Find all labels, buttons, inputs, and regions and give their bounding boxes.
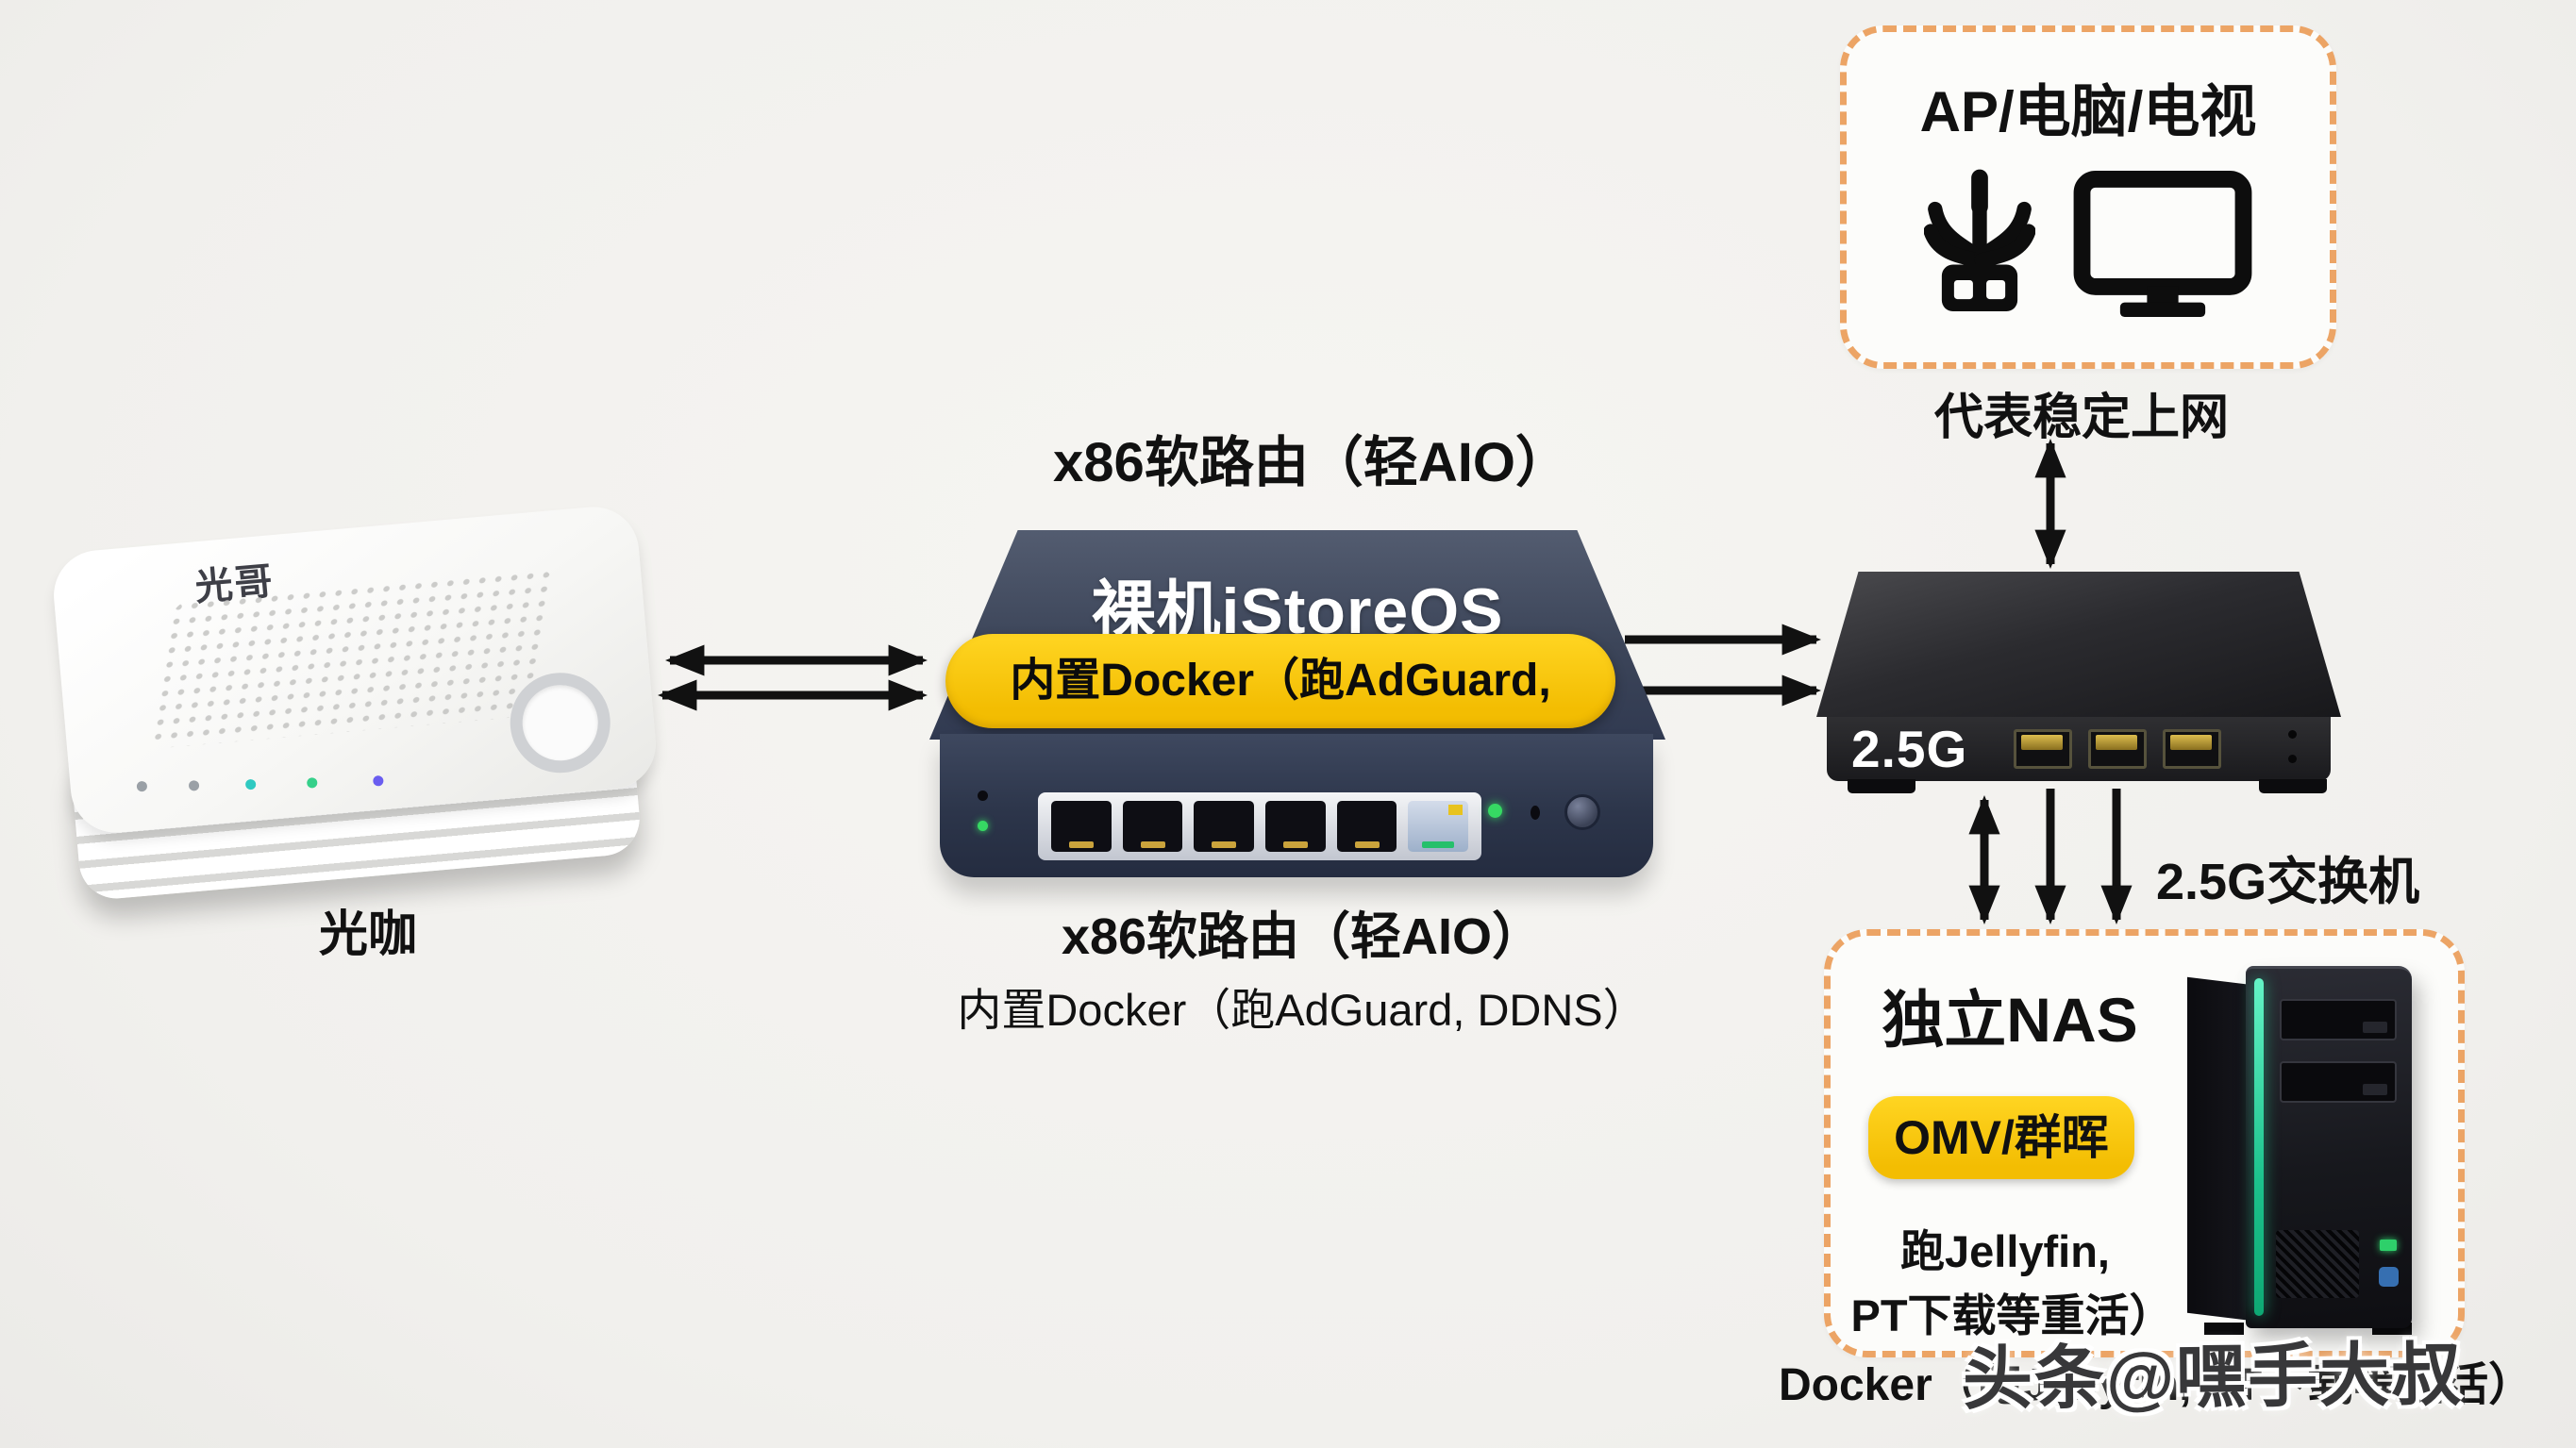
router-title: x86软路由（轻AIO） [1053,432,1570,493]
drive-bay [2280,999,2397,1040]
switch-port [2163,729,2221,769]
router-port-panel [1038,792,1481,860]
router-caption-sub: 内置Docker（跑AdGuard, DDNS） [957,985,1648,1035]
tower-side-face [2187,976,2253,1322]
tower-led-strip [2254,978,2264,1316]
router-led [978,791,988,801]
switch-led-hole [2288,730,2297,739]
ethernet-port [1336,801,1397,852]
ethernet-port [1194,801,1255,852]
router-front-face [940,734,1653,877]
modem-status-led [372,774,384,787]
ethernet-port [1051,801,1112,852]
switch-front-face: 2.5G [1827,717,2331,781]
nas-os-badge: OMV/群晖 [1868,1096,2134,1179]
switch-port-row [2014,729,2221,769]
wan-port [1408,801,1469,852]
optical-modem: 光哥 光咖 [50,503,675,962]
switch-label: 2.5G交换机 [2156,854,2420,910]
router-power-led [1488,804,1502,818]
plant-icon [1923,153,2036,325]
drive-bay [2280,1061,2397,1103]
switch-led-hole [2288,755,2297,763]
nas-bottom-caption: Docker（跑Jellyfin, PT下载等重活） [1779,1360,2534,1410]
router-power-button [1564,794,1600,830]
router-caption-title: x86软路由（轻AIO） [1061,908,1544,965]
switch-front-label: 2.5G [1851,720,1968,778]
nas-text-line1: 跑Jellyfin, [1899,1226,2110,1276]
nas-text-line2: PT下载等重活） [1850,1290,2174,1340]
nas-title: 独立NAS [1882,985,2138,1055]
modem-status-led [244,778,257,791]
router-docker-badge: 内置Docker（跑AdGuard, DDNS） [945,634,1615,800]
tower-logo-badge [2379,1267,2399,1287]
nas-tower-pc [2187,966,2433,1336]
ap-box-title: AP/电脑/电视 [1919,80,2257,143]
monitor-icon [2073,170,2252,325]
tower-vent-grille [2276,1230,2359,1298]
switch-port [2088,729,2147,769]
ethernet-port [1122,801,1183,852]
modem-status-led [188,779,200,791]
tower-foot [2204,1323,2244,1335]
modem-status-led [136,780,148,792]
modem-top-face: 光哥 [50,503,660,837]
modem-label: 光咖 [318,907,417,962]
router-led [978,821,988,831]
nas-box: 独立NAS OMV/群晖 跑Jellyfin, PT下载等重活） [1824,929,2465,1357]
router-reset-hole [1531,806,1540,820]
switch-top-face [1816,572,2341,717]
switch-foot [2259,779,2327,793]
tower-power-led [2380,1240,2397,1251]
ap-devices-box: AP/电脑/电视 [1840,25,2336,369]
modem-status-led [306,776,318,789]
switch-foot [1848,779,1915,793]
switch-port [2014,729,2072,769]
ethernet-port [1265,801,1326,852]
ap-box-caption: 代表稳定上网 [1933,391,2229,445]
tower-front-face [2246,966,2412,1328]
watermark: 头条@嘿手大叔 [1962,1335,2464,1419]
